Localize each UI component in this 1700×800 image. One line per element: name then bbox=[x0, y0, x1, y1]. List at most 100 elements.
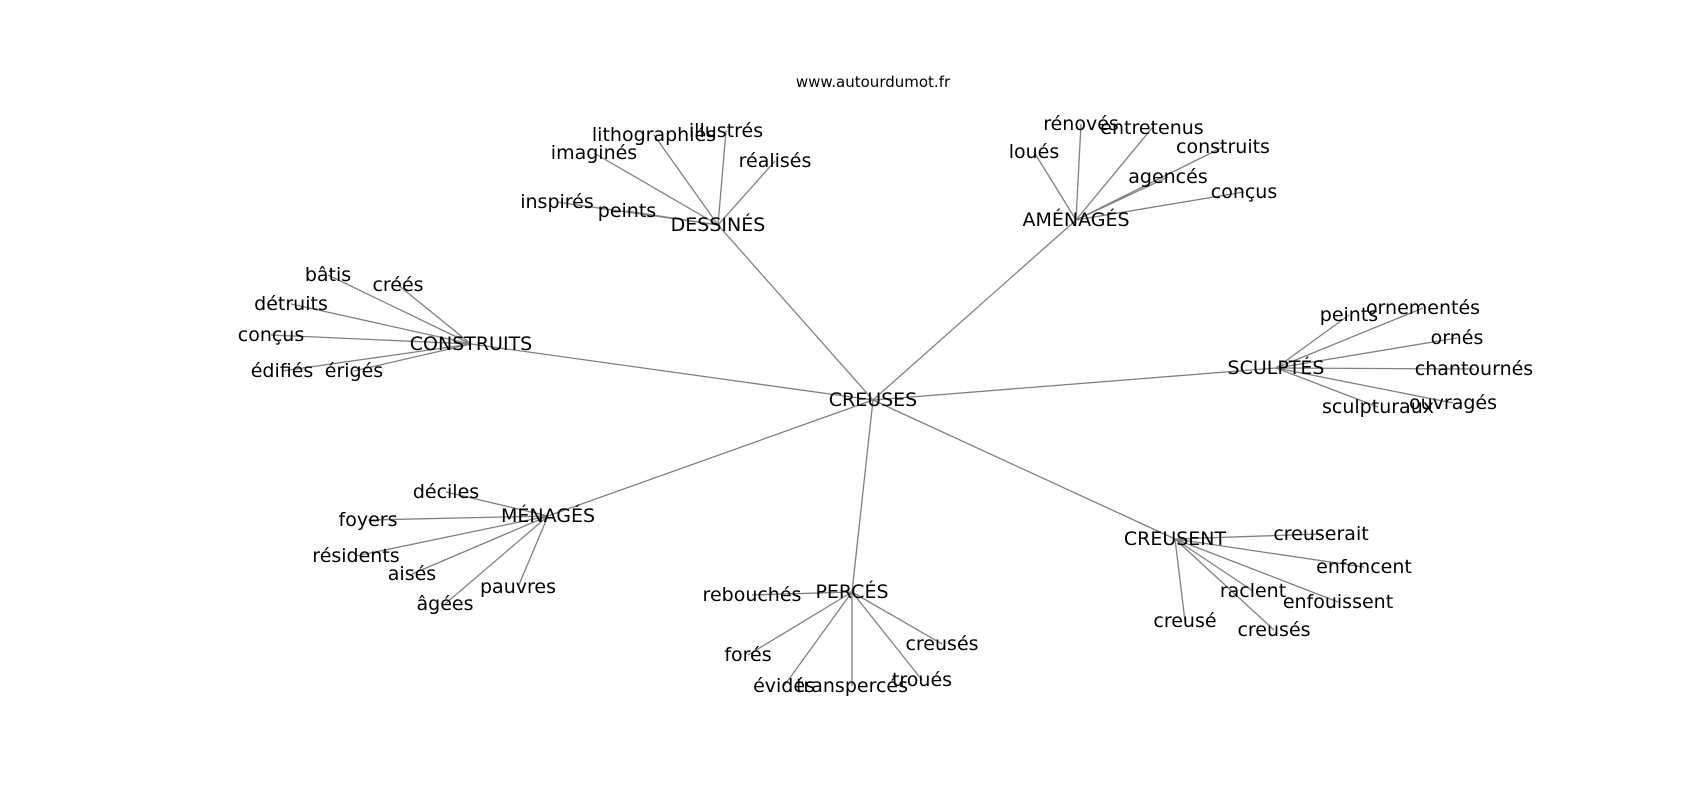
leaf-node[interactable]: creusé bbox=[1153, 610, 1216, 632]
edge-center-to-3 bbox=[872, 367, 1277, 401]
branch-node[interactable]: DESSINÉS bbox=[671, 213, 766, 236]
edge-branch-4-leaf-4 bbox=[444, 515, 549, 605]
edge-branch-6-leaf-4 bbox=[1174, 538, 1186, 622]
branch-node[interactable]: CONSTRUITS bbox=[410, 333, 532, 355]
edge-branch-0-leaf-0 bbox=[653, 134, 719, 226]
leaf-node[interactable]: creusés bbox=[905, 633, 978, 655]
edge-branch-6-leaf-1 bbox=[1174, 538, 1365, 568]
edge-branch-0-leaf-5 bbox=[626, 210, 719, 226]
edge-branch-0-leaf-1 bbox=[717, 130, 727, 226]
branch-node[interactable]: MÉNAGÉS bbox=[501, 504, 595, 527]
leaf-node[interactable]: enfoncent bbox=[1316, 556, 1412, 578]
edge-branch-3-leaf-4 bbox=[1275, 367, 1379, 408]
edge-branch-1-leaf-5 bbox=[1075, 191, 1245, 221]
leaf-node[interactable]: résidents bbox=[312, 545, 399, 567]
edge-branch-4-leaf-1 bbox=[367, 515, 549, 521]
leaf-node[interactable]: ouvragés bbox=[1409, 392, 1497, 414]
edge-branch-5-leaf-0 bbox=[751, 591, 853, 596]
leaf-node[interactable]: bâtis bbox=[305, 264, 351, 286]
leaf-node[interactable]: creusés bbox=[1237, 619, 1310, 641]
leaf-node[interactable]: édifiés bbox=[251, 360, 314, 382]
leaf-node[interactable]: créés bbox=[372, 274, 423, 296]
edge-center-to-0 bbox=[717, 224, 874, 401]
leaf-node[interactable]: ornés bbox=[1431, 327, 1484, 349]
edge-center-to-2 bbox=[470, 343, 874, 401]
edge-branch-2-leaf-0 bbox=[327, 274, 472, 345]
edge-branch-6-leaf-0 bbox=[1174, 533, 1322, 540]
edge-branch-4-leaf-2 bbox=[355, 515, 549, 557]
leaf-node[interactable]: âgées bbox=[417, 593, 474, 615]
leaf-node[interactable]: déciles bbox=[413, 481, 479, 503]
edge-branch-4-leaf-0 bbox=[445, 491, 549, 517]
edge-branch-5-leaf-2 bbox=[783, 591, 853, 687]
edge-branch-2-leaf-1 bbox=[397, 284, 472, 345]
leaf-node[interactable]: entretenus bbox=[1100, 117, 1203, 139]
leaf-node[interactable]: conçus bbox=[1211, 181, 1278, 203]
leaf-node[interactable]: rebouchés bbox=[703, 584, 802, 606]
leaf-node[interactable]: creuserait bbox=[1273, 523, 1368, 545]
leaf-node[interactable]: chantournés bbox=[1415, 358, 1533, 380]
edge-branch-0-leaf-3 bbox=[717, 160, 776, 226]
edge-branch-5-leaf-1 bbox=[747, 591, 853, 656]
source-label: www.autourdumot.fr bbox=[796, 73, 951, 91]
edge-branch-6-leaf-2 bbox=[1174, 538, 1254, 592]
edge-branch-1-leaf-2 bbox=[1033, 151, 1077, 221]
leaf-node[interactable]: enfouissent bbox=[1283, 591, 1393, 613]
leaf-node[interactable]: évidés bbox=[753, 675, 815, 697]
branch-node[interactable]: PERCÉS bbox=[815, 580, 888, 603]
leaf-node[interactable]: troués bbox=[892, 669, 952, 691]
edge-branch-2-leaf-5 bbox=[353, 343, 472, 372]
branch-node[interactable]: AMÉNAGÉS bbox=[1022, 208, 1129, 231]
edge-branch-6-leaf-5 bbox=[1174, 538, 1275, 631]
leaf-node[interactable]: érigés bbox=[325, 360, 383, 382]
edge-center-to-1 bbox=[872, 219, 1077, 401]
edge-branch-3-leaf-2 bbox=[1275, 337, 1458, 369]
edge-branch-3-leaf-0 bbox=[1275, 314, 1350, 369]
leaf-node[interactable]: sculpturaux bbox=[1322, 396, 1434, 418]
leaf-node[interactable]: peints bbox=[1320, 304, 1378, 326]
edge-branch-1-leaf-4 bbox=[1075, 176, 1169, 221]
branch-node[interactable]: CREUSENT bbox=[1124, 528, 1227, 550]
leaf-node[interactable]: détruits bbox=[254, 293, 328, 315]
leaf-node[interactable]: rénovés bbox=[1043, 113, 1119, 135]
leaf-node[interactable]: forés bbox=[724, 644, 771, 666]
leaf-node[interactable]: illustrés bbox=[689, 120, 763, 142]
edge-branch-5-leaf-5 bbox=[851, 591, 943, 645]
leaf-node[interactable]: réalisés bbox=[739, 150, 812, 172]
branch-node[interactable]: SCULPTÉS bbox=[1228, 356, 1325, 379]
leaf-node[interactable]: agencés bbox=[1128, 166, 1207, 188]
center-node[interactable]: CREUSES bbox=[829, 389, 918, 411]
edge-branch-3-leaf-1 bbox=[1275, 307, 1424, 369]
edge-center-to-5 bbox=[851, 399, 874, 593]
edge-branch-4-leaf-5 bbox=[517, 515, 549, 588]
edge-branch-1-leaf-1 bbox=[1075, 127, 1153, 221]
leaf-node[interactable]: peints bbox=[598, 200, 656, 222]
edge-branch-4-leaf-3 bbox=[411, 515, 549, 575]
edge-branch-2-leaf-3 bbox=[270, 334, 472, 345]
edge-branch-2-leaf-4 bbox=[281, 343, 472, 372]
leaf-node[interactable]: aisés bbox=[388, 563, 436, 585]
edge-center-to-6 bbox=[872, 399, 1176, 540]
leaf-node[interactable]: conçus bbox=[238, 324, 305, 346]
leaf-node[interactable]: pauvres bbox=[480, 576, 556, 598]
edge-branch-3-leaf-5 bbox=[1275, 367, 1454, 404]
leaf-node[interactable]: transpercés bbox=[796, 675, 908, 697]
leaf-node[interactable]: raclent bbox=[1220, 580, 1286, 602]
edge-branch-2-leaf-2 bbox=[290, 303, 472, 345]
edge-branch-0-leaf-2 bbox=[593, 152, 719, 226]
leaf-node[interactable]: ornementés bbox=[1366, 297, 1480, 319]
leaf-node[interactable]: inspirés bbox=[520, 191, 594, 213]
leaf-node[interactable]: construits bbox=[1176, 136, 1270, 158]
edge-branch-6-leaf-3 bbox=[1174, 538, 1339, 603]
edge-branch-1-leaf-0 bbox=[1075, 123, 1082, 221]
edge-branch-5-leaf-4 bbox=[851, 591, 923, 681]
edge-branch-3-leaf-3 bbox=[1275, 367, 1475, 370]
leaf-node[interactable]: lithographiés bbox=[592, 124, 716, 146]
edge-center-to-4 bbox=[547, 399, 874, 517]
leaf-node[interactable]: loués bbox=[1009, 141, 1060, 163]
leaf-node[interactable]: imaginés bbox=[551, 142, 637, 164]
edges bbox=[270, 123, 1475, 687]
leaf-node[interactable]: foyers bbox=[339, 509, 398, 531]
